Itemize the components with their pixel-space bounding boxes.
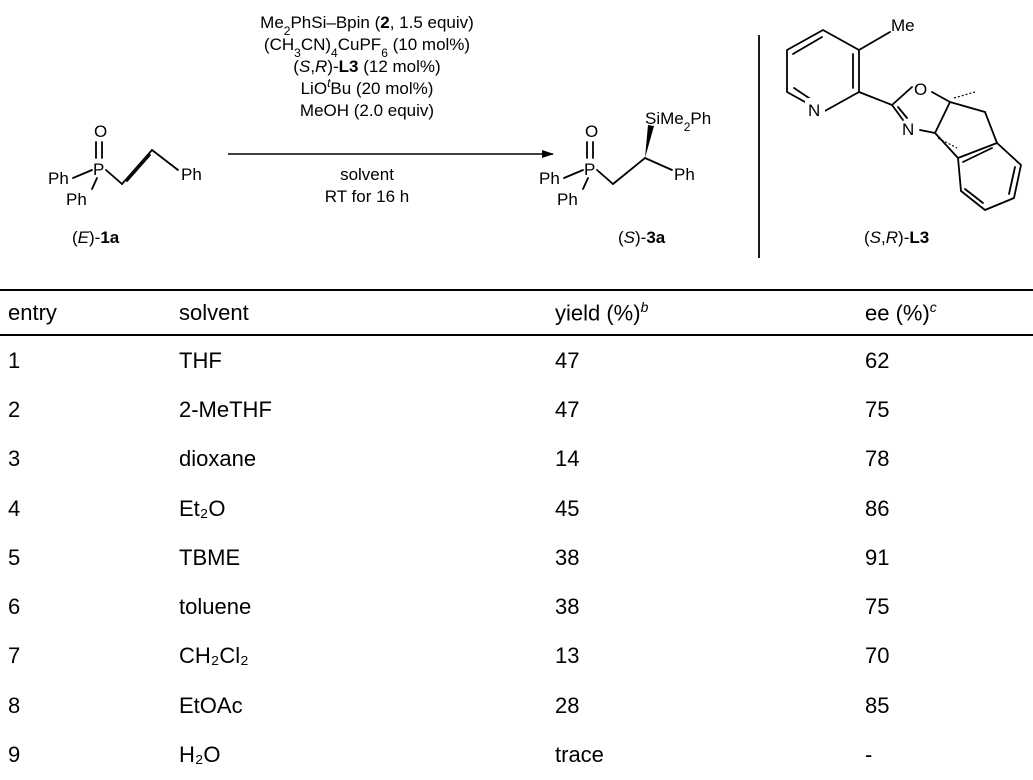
product-label: (S)-3a: [618, 228, 666, 247]
condition-solvent: solvent: [340, 165, 394, 184]
cell-ee: 75: [865, 396, 890, 422]
header-solvent: solvent: [179, 289, 555, 336]
cell-solvent: Et₂O: [179, 495, 226, 521]
reaction-scheme: O P Ph Ph Ph (E)-1a Me2PhSi–Bpin (2, 1.5…: [48, 13, 1022, 258]
cell-entry: 7: [8, 643, 21, 669]
table-row: 8 EtOAc 28 85: [0, 681, 1033, 730]
table-row: 6 toluene 38 75: [0, 582, 1033, 631]
condition-additive: MeOH (2.0 equiv): [300, 101, 434, 120]
header-label: entry: [8, 299, 57, 325]
cell-ee: -: [865, 742, 873, 768]
cell-solvent: TBME: [179, 544, 241, 570]
table-row: 5 TBME 38 91: [0, 533, 1033, 582]
atom-label: O: [914, 80, 927, 99]
atom-label: N: [902, 120, 914, 139]
atom-label: Ph: [48, 169, 69, 188]
ligand-label: (S,R)-L3: [864, 228, 929, 247]
substrate-structure: O P Ph Ph Ph (E)-1a: [48, 122, 202, 247]
atom-label: P: [93, 160, 104, 179]
footnote-marker: c: [929, 298, 937, 315]
header-label: solvent: [179, 299, 249, 325]
cell-ee: 91: [865, 544, 890, 570]
table-row: 2 2-MeTHF 47 75: [0, 385, 1033, 434]
table-row: 4 Et₂O 45 86: [0, 484, 1033, 533]
header-yield: yield (%)b: [555, 289, 865, 336]
header-label: yield (%): [555, 300, 641, 326]
cell-entry: 9: [8, 742, 21, 768]
cell-yield: trace: [555, 742, 604, 768]
atom-label: Ph: [674, 165, 695, 184]
condition-ligand: (S,R)-L3 (12 mol%): [293, 57, 440, 76]
cell-entry: 4: [8, 495, 21, 521]
atom-label: Ph: [539, 169, 560, 188]
header-entry: entry: [0, 289, 179, 336]
atom-label: Ph: [557, 190, 578, 209]
cell-entry: 2: [8, 396, 21, 422]
cell-yield: 38: [555, 594, 580, 620]
table-row: 9 H₂O trace -: [0, 730, 1033, 779]
atom-label: Ph: [181, 165, 202, 184]
table-row: 3 dioxane 14 78: [0, 435, 1033, 484]
condition-time: RT for 16 h: [325, 187, 409, 206]
cell-solvent: EtOAc: [179, 692, 243, 718]
cell-ee: 70: [865, 643, 890, 669]
cell-solvent: THF: [179, 347, 222, 373]
table-row: 1 THF 47 62: [0, 335, 1033, 385]
cell-ee: 75: [865, 594, 890, 620]
product-structure: O P Ph Ph SiMe2Ph Ph (S)-3a: [539, 109, 711, 247]
cell-solvent: H₂O: [179, 742, 221, 768]
cell-yield: 47: [555, 347, 580, 373]
cell-entry: 8: [8, 692, 21, 718]
cell-entry: 3: [8, 446, 21, 472]
atom-label: O: [94, 122, 107, 141]
atom-label: P: [584, 160, 595, 179]
cell-yield: 14: [555, 446, 580, 472]
atom-label: Me: [891, 16, 915, 35]
header-ee: ee (%)c: [865, 289, 1033, 336]
cell-ee: 85: [865, 692, 890, 718]
substrate-label: (E)-1a: [72, 228, 120, 247]
footnote-marker: b: [640, 298, 649, 315]
cell-solvent: toluene: [179, 594, 252, 620]
atom-label: O: [585, 122, 598, 141]
cell-ee: 78: [865, 446, 890, 472]
cell-yield: 45: [555, 495, 580, 521]
cell-yield: 47: [555, 396, 580, 422]
cell-entry: 6: [8, 594, 21, 620]
condition-base: LiOtBu (20 mol%): [301, 76, 434, 98]
cell-entry: 1: [8, 347, 21, 373]
cell-yield: 38: [555, 544, 580, 570]
atom-label: N: [808, 101, 820, 120]
atom-label: Ph: [66, 190, 87, 209]
cell-yield: 13: [555, 643, 580, 669]
cell-solvent: 2-MeTHF: [179, 396, 272, 422]
atom-label: SiMe2Ph: [645, 109, 711, 134]
cell-ee: 62: [865, 347, 890, 373]
header-label: ee (%): [865, 300, 930, 326]
cell-yield: 28: [555, 692, 580, 718]
cell-solvent: CH₂Cl₂: [179, 643, 249, 669]
cell-solvent: dioxane: [179, 446, 257, 472]
cell-ee: 86: [865, 495, 890, 521]
ligand-structure: N Me O N (S,R)-L3: [786, 16, 1022, 247]
reaction-conditions: Me2PhSi–Bpin (2, 1.5 equiv) (CH3CN)4CuPF…: [228, 13, 554, 206]
table-header-row: entry solvent yield (%)b ee (%)c: [0, 289, 1033, 336]
table-row: 7 CH₂Cl₂ 13 70: [0, 632, 1033, 681]
cell-entry: 5: [8, 544, 21, 570]
